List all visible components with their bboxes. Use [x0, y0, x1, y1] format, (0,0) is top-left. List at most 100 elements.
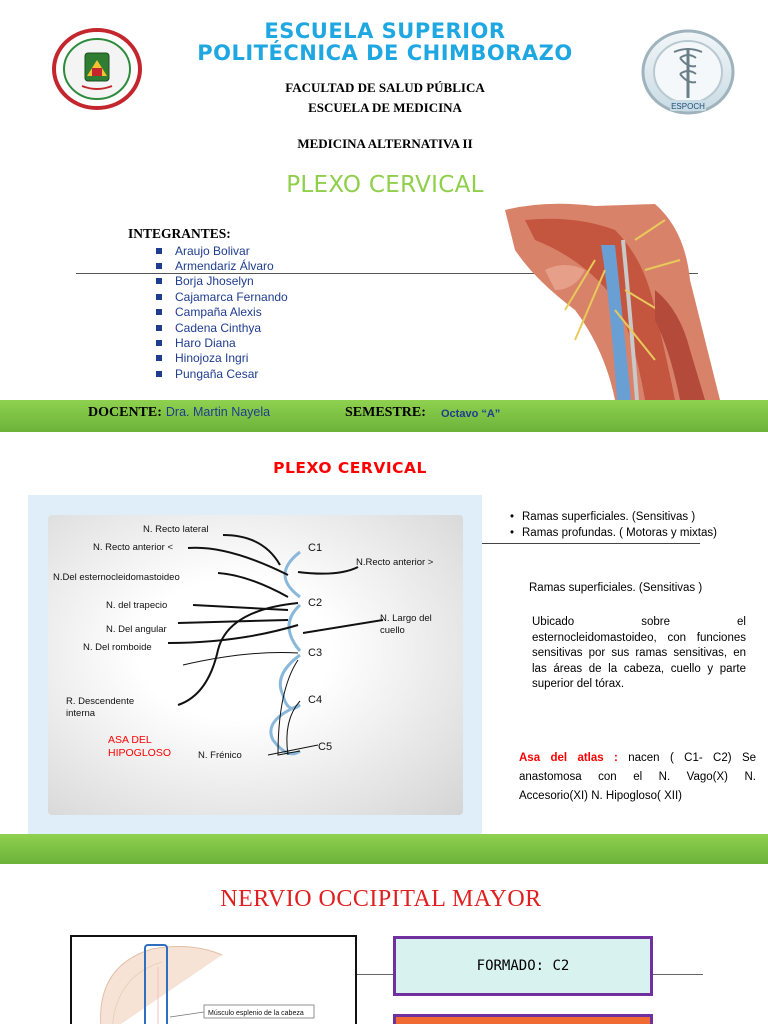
- nerve-line-esternocleidomastoideo: [217, 572, 289, 598]
- member-item: Araujo Bolivar: [156, 243, 288, 258]
- label-asa-2: HIPOGLOSO: [108, 747, 171, 759]
- label-c4: C4: [308, 694, 322, 706]
- school-name-line-2: POLITÉCNICA DE CHIMBORAZO: [197, 41, 573, 65]
- member-name: Borja Jhoselyn: [175, 274, 254, 289]
- semestre-value: Octavo “A”: [441, 408, 501, 420]
- bullet-square-icon: [156, 278, 162, 285]
- member-item: Pungaña Cesar: [156, 366, 288, 381]
- member-item: Borja Jhoselyn: [156, 274, 288, 289]
- label-c3: C3: [308, 647, 322, 659]
- espoch-seal-logo: [52, 28, 142, 110]
- head-anatomy-image: Músculo esplenio de la cabeza: [70, 935, 357, 1024]
- slide-title-plexo-cervical: PLEXO CERVICAL: [286, 172, 484, 198]
- bullet-dot-icon: •: [510, 511, 515, 523]
- nerve-line-descendente: [177, 602, 299, 706]
- label-asa-1: ASA DEL: [108, 734, 152, 746]
- connector-line: [653, 974, 703, 975]
- semestre-label: SEMESTRE:: [345, 405, 426, 420]
- bullet-dot-icon: •: [510, 527, 515, 539]
- description-paragraph: Ubicado sobre el esternocleidomastoideo,…: [532, 616, 746, 690]
- member-item: Haro Diana: [156, 335, 288, 350]
- members-list: Araujo Bolivar Armendariz Álvaro Borja J…: [156, 243, 288, 382]
- school-name-line-1: ESCUELA SUPERIOR: [264, 19, 506, 43]
- formado-text: FORMADO: C2: [476, 958, 570, 974]
- nerve-line-frenico-3: [267, 744, 319, 756]
- member-name: Cajamarca Fernando: [175, 289, 288, 304]
- slide-3-title: NERVIO OCCIPITAL MAYOR: [220, 886, 542, 912]
- connector-line: [357, 974, 393, 975]
- label-descendente-2: interna: [66, 708, 96, 719]
- member-name: Armendariz Álvaro: [175, 259, 274, 274]
- bullet-item: • Ramas profundas. ( Motoras y mixtas): [502, 526, 742, 541]
- faculty-seal-logo: ESPOCH: [641, 29, 735, 115]
- separator-line: [482, 543, 700, 544]
- bullet-square-icon: [156, 293, 162, 300]
- branches-bullet-list: • Ramas superficiales. (Sensitivas ) • Ram…: [502, 510, 742, 542]
- nerve-line-romboide: [167, 624, 299, 644]
- slide-plexo-cervical: PLEXO CERVICAL: [0, 432, 768, 864]
- label-recto-anterior-menor: N. Recto anterior <: [93, 542, 173, 553]
- member-name: Pungaña Cesar: [175, 366, 259, 381]
- highlight-rectangle: [144, 944, 168, 1024]
- caption-box: [203, 1004, 315, 1019]
- slide-title: ESCUELA SUPERIOR POLITÉCNICA DE CHIMBORA…: [0, 0, 768, 432]
- label-recto-lateral: N. Recto lateral: [143, 524, 208, 535]
- member-name: Haro Diana: [175, 336, 236, 351]
- label-largo-1: N. Largo del: [380, 613, 432, 624]
- root-arc-c4-c5: [269, 703, 301, 756]
- nerve-line-recto-anterior-mayor: [297, 566, 359, 575]
- label-romboide: N. Del romboide: [83, 642, 152, 653]
- root-arc-c2-c3: [287, 603, 302, 652]
- member-name: Araujo Bolivar: [175, 243, 250, 258]
- label-c5: C5: [318, 741, 332, 753]
- bullet-square-icon: [156, 263, 162, 270]
- nerve-line-trapecio: [192, 604, 289, 611]
- label-largo-2: cuello: [380, 625, 405, 636]
- root-arc-c3-c4: [278, 653, 301, 710]
- bullet-text: Ramas profundas. ( Motoras y mixtas): [522, 527, 717, 539]
- plexus-diagram-frame: N. Recto lateral N. Recto anterior < N.D…: [28, 495, 482, 835]
- image-caption: Músculo esplenio de la cabeza: [208, 1010, 304, 1017]
- slide-nervio-occipital: NERVIO OCCIPITAL MAYOR Músculo esplenio …: [0, 864, 768, 1024]
- nerve-line-largo-cuello: [302, 619, 384, 634]
- label-descendente-1: R. Descendente: [66, 696, 134, 707]
- neck-anatomy-illustration: [505, 203, 720, 400]
- root-arc-c1-c2: [283, 550, 301, 599]
- member-item: Cajamarca Fernando: [156, 289, 288, 304]
- school-of-medicine: ESCUELA DE MEDICINA: [308, 100, 462, 115]
- label-c2: C2: [308, 597, 322, 609]
- bullet-item: • Ramas superficiales. (Sensitivas ): [502, 510, 742, 525]
- formado-box: FORMADO: C2: [393, 936, 653, 996]
- bullet-text: Ramas superficiales. (Sensitivas ): [522, 511, 696, 523]
- nerve-line-recto-anterior-menor: [187, 546, 289, 576]
- nerve-line-frenico-2: [286, 700, 301, 756]
- docente-row: DOCENTE: Dra. Martin Nayela: [88, 405, 270, 421]
- bullet-square-icon: [156, 247, 162, 254]
- member-name: Campaña Alexis: [175, 305, 262, 320]
- label-trapecio: N. del trapecio: [106, 600, 167, 611]
- slide-2-title: PLEXO CERVICAL: [273, 459, 427, 477]
- docente-value: Dra. Martin Nayela: [165, 405, 271, 419]
- label-angular: N. Del angular: [106, 624, 167, 635]
- bullet-square-icon: [156, 309, 162, 316]
- label-frenico: N. Frénico: [198, 750, 242, 761]
- member-name: Cadena Cinthya: [175, 320, 262, 335]
- member-item: Armendariz Álvaro: [156, 258, 288, 273]
- member-item: Hinojoza Ingri: [156, 351, 288, 366]
- cervical-plexus-diagram: N. Recto lateral N. Recto anterior < N.D…: [53, 524, 434, 761]
- bullet-square-icon: [156, 370, 162, 377]
- head-outline-illustration: Músculo esplenio de la cabeza: [100, 944, 315, 1024]
- sub-heading: Ramas superficiales. (Sensitivas ): [529, 582, 703, 594]
- member-item: Cadena Cinthya: [156, 320, 288, 335]
- bullet-square-icon: [156, 324, 162, 331]
- label-recto-anterior-mayor: N.Recto anterior >: [356, 557, 434, 568]
- faculty-name: FACULTAD DE SALUD PÚBLICA: [285, 80, 485, 95]
- green-footer-band: [0, 400, 768, 432]
- asa-del-atlas-text: nacen ( C1- C2) Se anastomosa con el N. …: [519, 752, 757, 802]
- label-c1: C1: [308, 542, 322, 554]
- bullet-square-icon: [156, 355, 162, 362]
- bullet-square-icon: [156, 340, 162, 347]
- asa-del-atlas-paragraph: Asa del atlas : nacen ( C1- C2) Se anast…: [519, 749, 756, 806]
- label-esternocleidomastoideo: N.Del esternocleidomastoideo: [53, 572, 180, 583]
- asa-del-atlas-label: Asa del atlas :: [519, 752, 618, 764]
